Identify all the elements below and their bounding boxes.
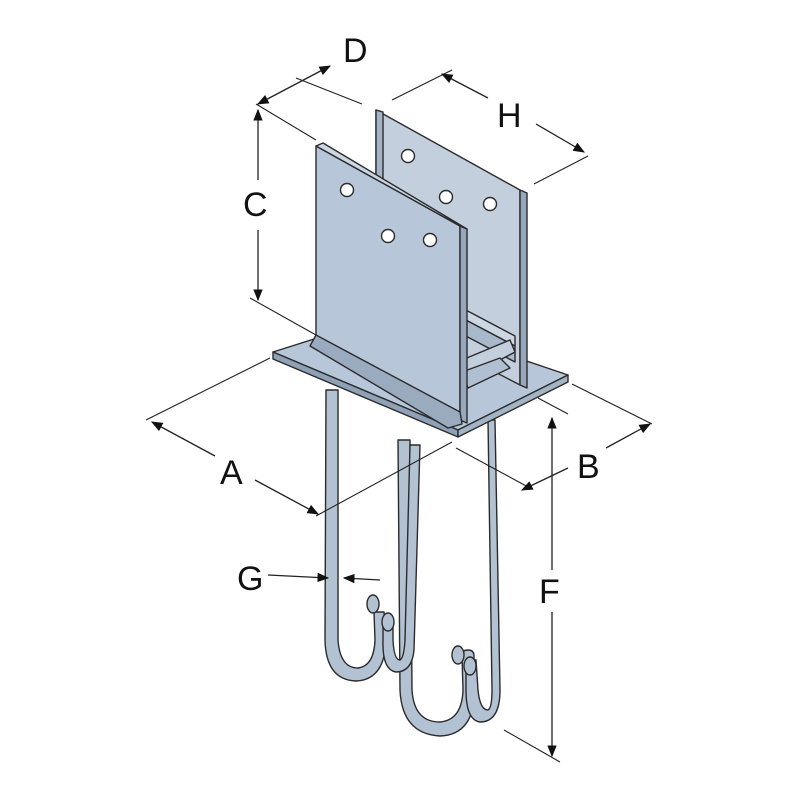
dimension-g: G <box>237 560 381 598</box>
dimension-h: H <box>391 69 589 185</box>
label-f: F <box>539 573 560 611</box>
label-a: A <box>220 454 243 492</box>
rod-end-2 <box>381 612 395 632</box>
rod-end-1 <box>366 594 380 614</box>
dimension-a: A <box>145 357 453 517</box>
rod-front-left <box>324 389 387 682</box>
front-plate-hole-1 <box>339 182 355 198</box>
front-plate-right-edge <box>459 225 468 424</box>
front-plate-hole-2 <box>380 228 396 244</box>
rear-plate-hole-3 <box>482 196 498 212</box>
label-h: H <box>497 97 522 135</box>
front-plate-hole-3 <box>422 232 438 248</box>
rear-plate-hole-1 <box>400 148 416 164</box>
rear-plate-right-edge <box>519 189 528 389</box>
rod-end-4 <box>463 656 477 676</box>
front-plate-top-edge <box>315 142 468 230</box>
rod-rear-right <box>465 419 501 723</box>
label-g: G <box>237 560 263 598</box>
front-plate-weld <box>309 334 463 429</box>
label-b: B <box>577 448 600 486</box>
dimension-f: F <box>503 397 569 763</box>
anchor-rods <box>324 389 501 737</box>
dimension-b: B <box>455 383 653 491</box>
label-d: D <box>343 32 368 70</box>
rod-end-3 <box>451 645 465 665</box>
dimension-c: C <box>243 108 317 336</box>
base-plate-right-edge <box>457 374 569 438</box>
rear-plate-hole-2 <box>438 189 454 205</box>
front-side-plate <box>309 142 468 429</box>
label-c: C <box>243 186 268 224</box>
dimension-d: D <box>255 32 368 141</box>
